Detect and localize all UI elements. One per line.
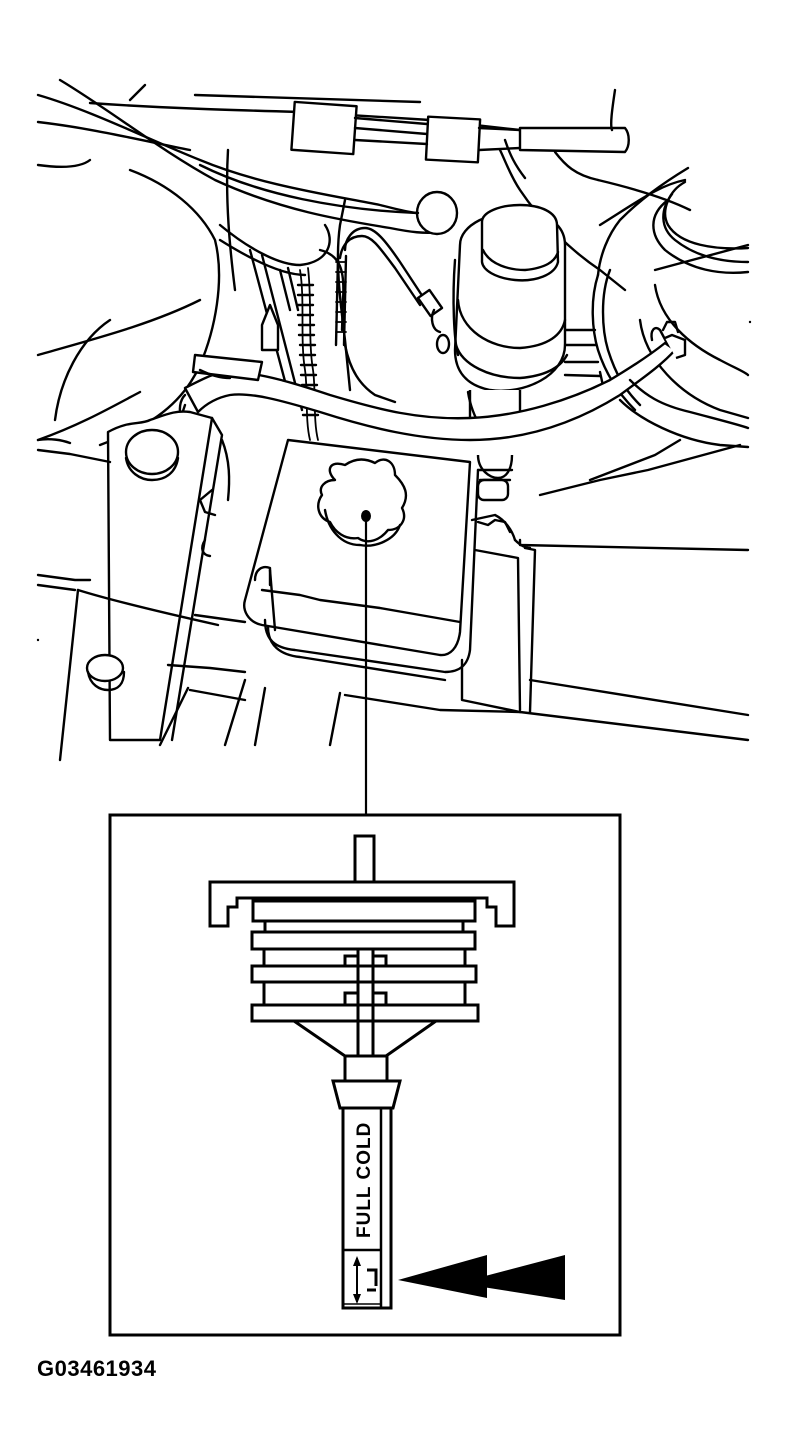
- full-cold-label: FULL COLD: [354, 1122, 375, 1238]
- reservoir-cap: [317, 458, 408, 543]
- pointer-arrow-head: [398, 1255, 487, 1298]
- engine-bay-drawing: [36, 78, 752, 762]
- vacuum-tube-end: [518, 126, 630, 154]
- reservoir-neck: [476, 454, 514, 480]
- sensor-tip: [260, 303, 280, 352]
- hose-bracket: [191, 353, 264, 382]
- bolt-head-1: [124, 428, 180, 476]
- hose-knob: [415, 190, 459, 236]
- level-range-marker: [343, 1256, 381, 1305]
- left-bracket: [106, 410, 214, 742]
- cap-top-flange: [208, 880, 516, 928]
- cap-ring-3: [250, 964, 478, 984]
- coolant-reservoir: [243, 438, 472, 657]
- dipstick-sleeve: [331, 1079, 402, 1110]
- dipstick-blade: [341, 1106, 393, 1310]
- harness-connector-2: [424, 115, 482, 164]
- pointer-arrow-tail: [470, 1255, 565, 1300]
- upper-hose-2: [58, 78, 442, 234]
- bolt-head-2: [85, 653, 125, 683]
- upper-hose-1: [36, 93, 432, 216]
- cap-ring-2: [250, 930, 477, 951]
- dipstick-inset: FULL COLD: [108, 813, 622, 1337]
- harness-connector-1: [290, 100, 358, 156]
- figure-id-label: G03461934: [37, 1356, 157, 1381]
- cap-ring-4: [250, 1003, 480, 1023]
- dipstick-collar: [343, 1054, 389, 1083]
- cap-ring-1: [251, 899, 477, 923]
- master-cylinder-cap: [480, 203, 560, 282]
- dipstick-knob: [353, 834, 376, 884]
